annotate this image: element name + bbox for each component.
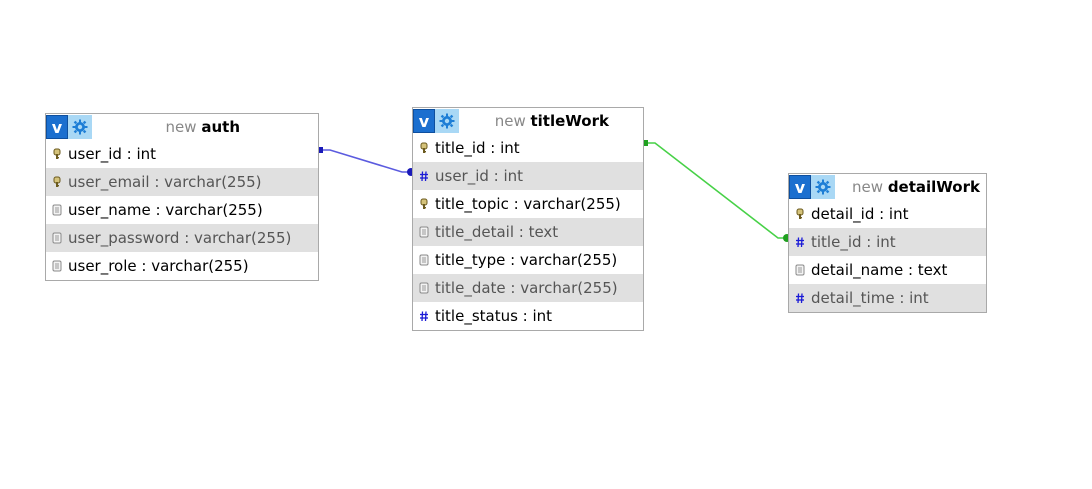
- column-icon: [413, 254, 435, 266]
- table-column-row[interactable]: title_topic : varchar(255): [413, 190, 643, 218]
- table-column-row[interactable]: title_detail : text: [413, 218, 643, 246]
- column-label: user_email : varchar(255): [68, 173, 262, 191]
- table-column-row[interactable]: title_type : varchar(255): [413, 246, 643, 274]
- hash-icon: [413, 170, 435, 182]
- table-name: auth: [201, 118, 240, 136]
- table-auth[interactable]: v new auth user_id : int user_email : varch…: [45, 113, 319, 281]
- table-column-row[interactable]: title_id : int: [789, 228, 986, 256]
- hash-icon: [789, 292, 811, 304]
- table-column-row[interactable]: user_name : varchar(255): [46, 196, 318, 224]
- gear-icon[interactable]: [435, 109, 459, 133]
- column-label: detail_name : text: [811, 261, 948, 279]
- table-new-label: new: [165, 118, 197, 136]
- table-header-icons: v: [46, 115, 92, 139]
- column-label: title_status : int: [435, 307, 553, 325]
- key-icon: [46, 176, 68, 188]
- gear-icon[interactable]: [811, 175, 835, 199]
- column-label: title_detail : text: [435, 223, 559, 241]
- table-column-row[interactable]: user_email : varchar(255): [46, 168, 318, 196]
- table-titlework[interactable]: v new titleWork title_id : int user_id : in…: [412, 107, 644, 331]
- table-header[interactable]: v new titleWork: [413, 108, 643, 134]
- table-name: titleWork: [530, 112, 610, 130]
- key-icon: [413, 198, 435, 210]
- table-column-row[interactable]: title_date : varchar(255): [413, 274, 643, 302]
- key-icon: [46, 148, 68, 160]
- key-icon: [789, 208, 811, 220]
- view-toggle-button[interactable]: v: [413, 109, 435, 133]
- view-toggle-button[interactable]: v: [789, 175, 811, 199]
- column-icon: [46, 232, 68, 244]
- column-icon: [46, 260, 68, 272]
- table-column-row[interactable]: title_status : int: [413, 302, 643, 330]
- column-icon: [413, 282, 435, 294]
- table-header-icons: v: [789, 175, 835, 199]
- table-column-row[interactable]: detail_time : int: [789, 284, 986, 312]
- column-label: user_password : varchar(255): [68, 229, 292, 247]
- relation-end-auth: [317, 147, 323, 153]
- column-label: title_id : int: [811, 233, 896, 251]
- relation-line-titlework-detailwork[interactable]: [643, 142, 787, 239]
- key-icon: [413, 142, 435, 154]
- column-label: user_id : int: [435, 167, 524, 185]
- table-header[interactable]: v new auth: [46, 114, 318, 140]
- table-new-label: new: [852, 178, 884, 196]
- column-label: title_type : varchar(255): [435, 251, 618, 269]
- hash-icon: [413, 310, 435, 322]
- table-column-row[interactable]: title_id : int: [413, 134, 643, 162]
- gear-icon[interactable]: [68, 115, 92, 139]
- column-label: detail_time : int: [811, 289, 929, 307]
- column-label: title_date : varchar(255): [435, 279, 618, 297]
- hash-icon: [789, 236, 811, 248]
- column-icon: [46, 204, 68, 216]
- view-toggle-button[interactable]: v: [46, 115, 68, 139]
- table-title: new detailWork: [852, 174, 986, 200]
- table-column-row[interactable]: user_id : int: [46, 140, 318, 168]
- table-name: detailWork: [887, 178, 980, 196]
- column-label: title_id : int: [435, 139, 520, 157]
- table-column-row[interactable]: user_password : varchar(255): [46, 224, 318, 252]
- table-header[interactable]: v new detailWork: [789, 174, 986, 200]
- table-column-row[interactable]: detail_name : text: [789, 256, 986, 284]
- table-title: new titleWork: [495, 108, 615, 134]
- table-new-label: new: [494, 112, 526, 130]
- table-title: new auth: [166, 114, 246, 140]
- table-detailwork[interactable]: v new detailWork detail_id : int title_id :…: [788, 173, 987, 313]
- column-label: user_role : varchar(255): [68, 257, 249, 275]
- relation-line-auth-titlework[interactable]: [318, 149, 410, 173]
- table-column-row[interactable]: user_role : varchar(255): [46, 252, 318, 280]
- table-column-row[interactable]: user_id : int: [413, 162, 643, 190]
- table-column-row[interactable]: detail_id : int: [789, 200, 986, 228]
- column-label: user_id : int: [68, 145, 157, 163]
- column-icon: [789, 264, 811, 276]
- table-header-icons: v: [413, 109, 459, 133]
- column-label: user_name : varchar(255): [68, 201, 263, 219]
- relation-end-titlework: [642, 140, 648, 146]
- column-label: detail_id : int: [811, 205, 909, 223]
- column-label: title_topic : varchar(255): [435, 195, 621, 213]
- column-icon: [413, 226, 435, 238]
